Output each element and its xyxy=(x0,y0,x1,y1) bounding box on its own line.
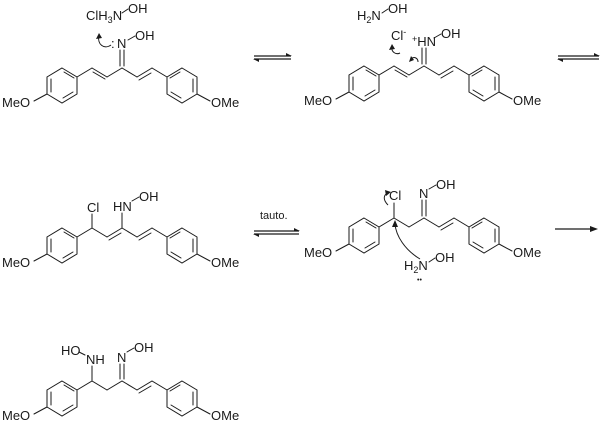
right-benzene-ring xyxy=(166,67,198,104)
left-benzene-ring xyxy=(348,217,380,254)
methoxy-left-label: MeO xyxy=(2,408,30,423)
methoxy-right-label: OMe xyxy=(211,408,239,423)
iminium-hn-label: +HN xyxy=(412,34,436,49)
right-benzene-ring xyxy=(166,227,198,264)
equilibrium-arrow-2 xyxy=(557,53,600,62)
amine-nh-label: NH xyxy=(86,352,105,367)
oxime-n-label: N xyxy=(419,186,428,201)
oxime-oh-label: OH xyxy=(441,26,461,41)
chloro-label: Cl xyxy=(87,200,99,215)
chloride-counterion: Cl- xyxy=(391,27,406,43)
methoxy-right-label: OMe xyxy=(513,93,541,108)
curly-arrow-chloride-leaving xyxy=(383,190,391,206)
reagent-h2n: H2N xyxy=(404,258,428,275)
right-benzene-ring xyxy=(166,380,198,417)
structure-1: MeO N OH : OMe ClH3N OH xyxy=(2,1,239,110)
oxime-n-label: N xyxy=(117,350,126,365)
methoxy-right-label: OMe xyxy=(211,255,239,270)
left-benzene-ring xyxy=(46,380,78,417)
reagent-oh: OH xyxy=(128,1,148,16)
nitrogen-lone-pair: •• xyxy=(417,277,422,284)
left-benzene-ring xyxy=(46,227,78,264)
oxime-oh-label: OH xyxy=(436,177,456,192)
hydroxylamine-ho-label: HO xyxy=(61,343,81,358)
structure-3: MeO Cl HN OH OMe xyxy=(2,189,239,270)
methoxy-right-label: OMe xyxy=(211,95,239,110)
methoxy-right-label: OMe xyxy=(513,245,541,260)
oxime-oh-label: OH xyxy=(134,340,154,355)
methoxy-left-label: MeO xyxy=(304,245,332,260)
equilibrium-arrow-tauto: tauto. xyxy=(253,210,300,237)
hydroxylamine-hydrochloride: ClH3N OH xyxy=(86,1,148,25)
oxime-n-label: N xyxy=(117,36,126,51)
curly-arrow-nucleophilic-attack xyxy=(392,220,421,260)
structure-4: MeO Cl N OH OMe H2N OH •• xyxy=(304,177,541,284)
oxime-oh-label: OH xyxy=(135,28,155,43)
lone-pair-colon: : xyxy=(111,36,115,51)
methoxy-left-label: MeO xyxy=(2,255,30,270)
hydroxylamine: H2N OH xyxy=(357,1,408,25)
bond-o-ring xyxy=(33,93,48,102)
right-benzene-ring xyxy=(468,217,500,254)
methoxy-left-label: MeO xyxy=(2,95,30,110)
reagent-h2n: H2N xyxy=(357,8,381,25)
left-benzene-ring xyxy=(46,67,78,104)
left-benzene-ring xyxy=(348,65,380,102)
reagent-oh: OH xyxy=(388,1,408,16)
reagent-clh3n: ClH3N xyxy=(86,8,122,25)
hydroxyl-label: OH xyxy=(139,189,159,204)
right-benzene-ring xyxy=(468,65,500,102)
forward-arrow xyxy=(555,226,598,232)
curly-arrow-1 xyxy=(96,33,112,48)
tauto-label: tauto. xyxy=(260,210,288,222)
curly-arrow-3 xyxy=(409,56,419,63)
structure-5: MeO NH HO N OH OMe xyxy=(2,340,239,423)
reagent-oh: OH xyxy=(435,250,455,265)
chloro-label: Cl xyxy=(389,188,401,203)
structure-2: MeO +HN OH OMe H2N OH Cl- xyxy=(304,1,541,108)
enamine-hn-label: HN xyxy=(113,199,132,214)
curly-arrow-2 xyxy=(389,44,401,55)
hydroxylamine-nucleophile: H2N OH •• xyxy=(404,250,455,284)
equilibrium-arrow-1 xyxy=(253,53,292,62)
methoxy-left-label: MeO xyxy=(304,93,332,108)
